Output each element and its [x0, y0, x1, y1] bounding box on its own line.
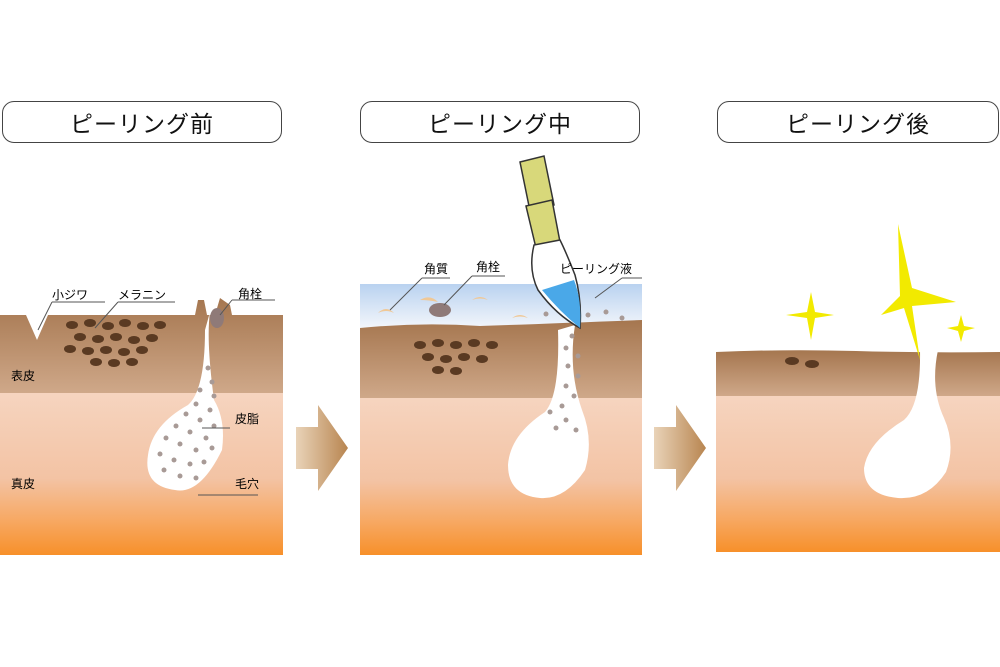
label-pore: 毛穴: [235, 476, 259, 491]
epidermis-layer: [360, 320, 642, 398]
keratin-plug-mark: [210, 308, 224, 328]
title-before: ピーリング前: [2, 101, 282, 143]
panel-during: 角質 角栓 ピーリング液: [360, 155, 642, 555]
keratin-plug-mark: [429, 303, 451, 317]
right-arrow-icon: [654, 405, 706, 491]
peeling-liquid-layer: [360, 284, 642, 328]
label-keratin-plug: 角栓: [238, 286, 262, 301]
label-dermis: 真皮: [11, 477, 35, 491]
melanin-dots: [414, 339, 498, 375]
label-peeling-liquid: ピーリング液: [560, 261, 632, 276]
leader-lines: [37, 299, 275, 496]
label-melanin: メラニン: [118, 288, 166, 302]
brush-icon[interactable]: [519, 155, 582, 330]
epidermis-layer: [0, 298, 283, 393]
right-arrow-icon: [296, 405, 348, 491]
dermis-layer: [0, 385, 283, 555]
label-epidermis: 表皮: [11, 369, 35, 383]
epidermis-layer: [716, 350, 1000, 396]
pore-shape: [147, 312, 223, 491]
title-after: ピーリング後: [717, 101, 999, 143]
sebum-dots: [157, 365, 217, 481]
label-keratin-plug-during: 角栓: [476, 259, 500, 274]
label-small-wrinkle: 小ジワ: [52, 288, 88, 302]
title-during: ピーリング中: [360, 101, 640, 143]
melanin-dots: [64, 319, 166, 367]
label-keratin: 角質: [424, 261, 448, 276]
dermis-layer: [360, 390, 642, 555]
panel-before: 小ジワ メラニン 角栓 表皮 皮脂 真皮 毛穴: [0, 286, 283, 555]
dermis-layer: [716, 388, 1000, 552]
pore-shape: [864, 350, 951, 499]
label-sebum: 皮脂: [235, 411, 259, 426]
melanin-dots: [785, 357, 819, 368]
sparkle-icon: [786, 224, 975, 360]
panel-after: [716, 224, 1000, 552]
leader-lines: [389, 275, 642, 311]
